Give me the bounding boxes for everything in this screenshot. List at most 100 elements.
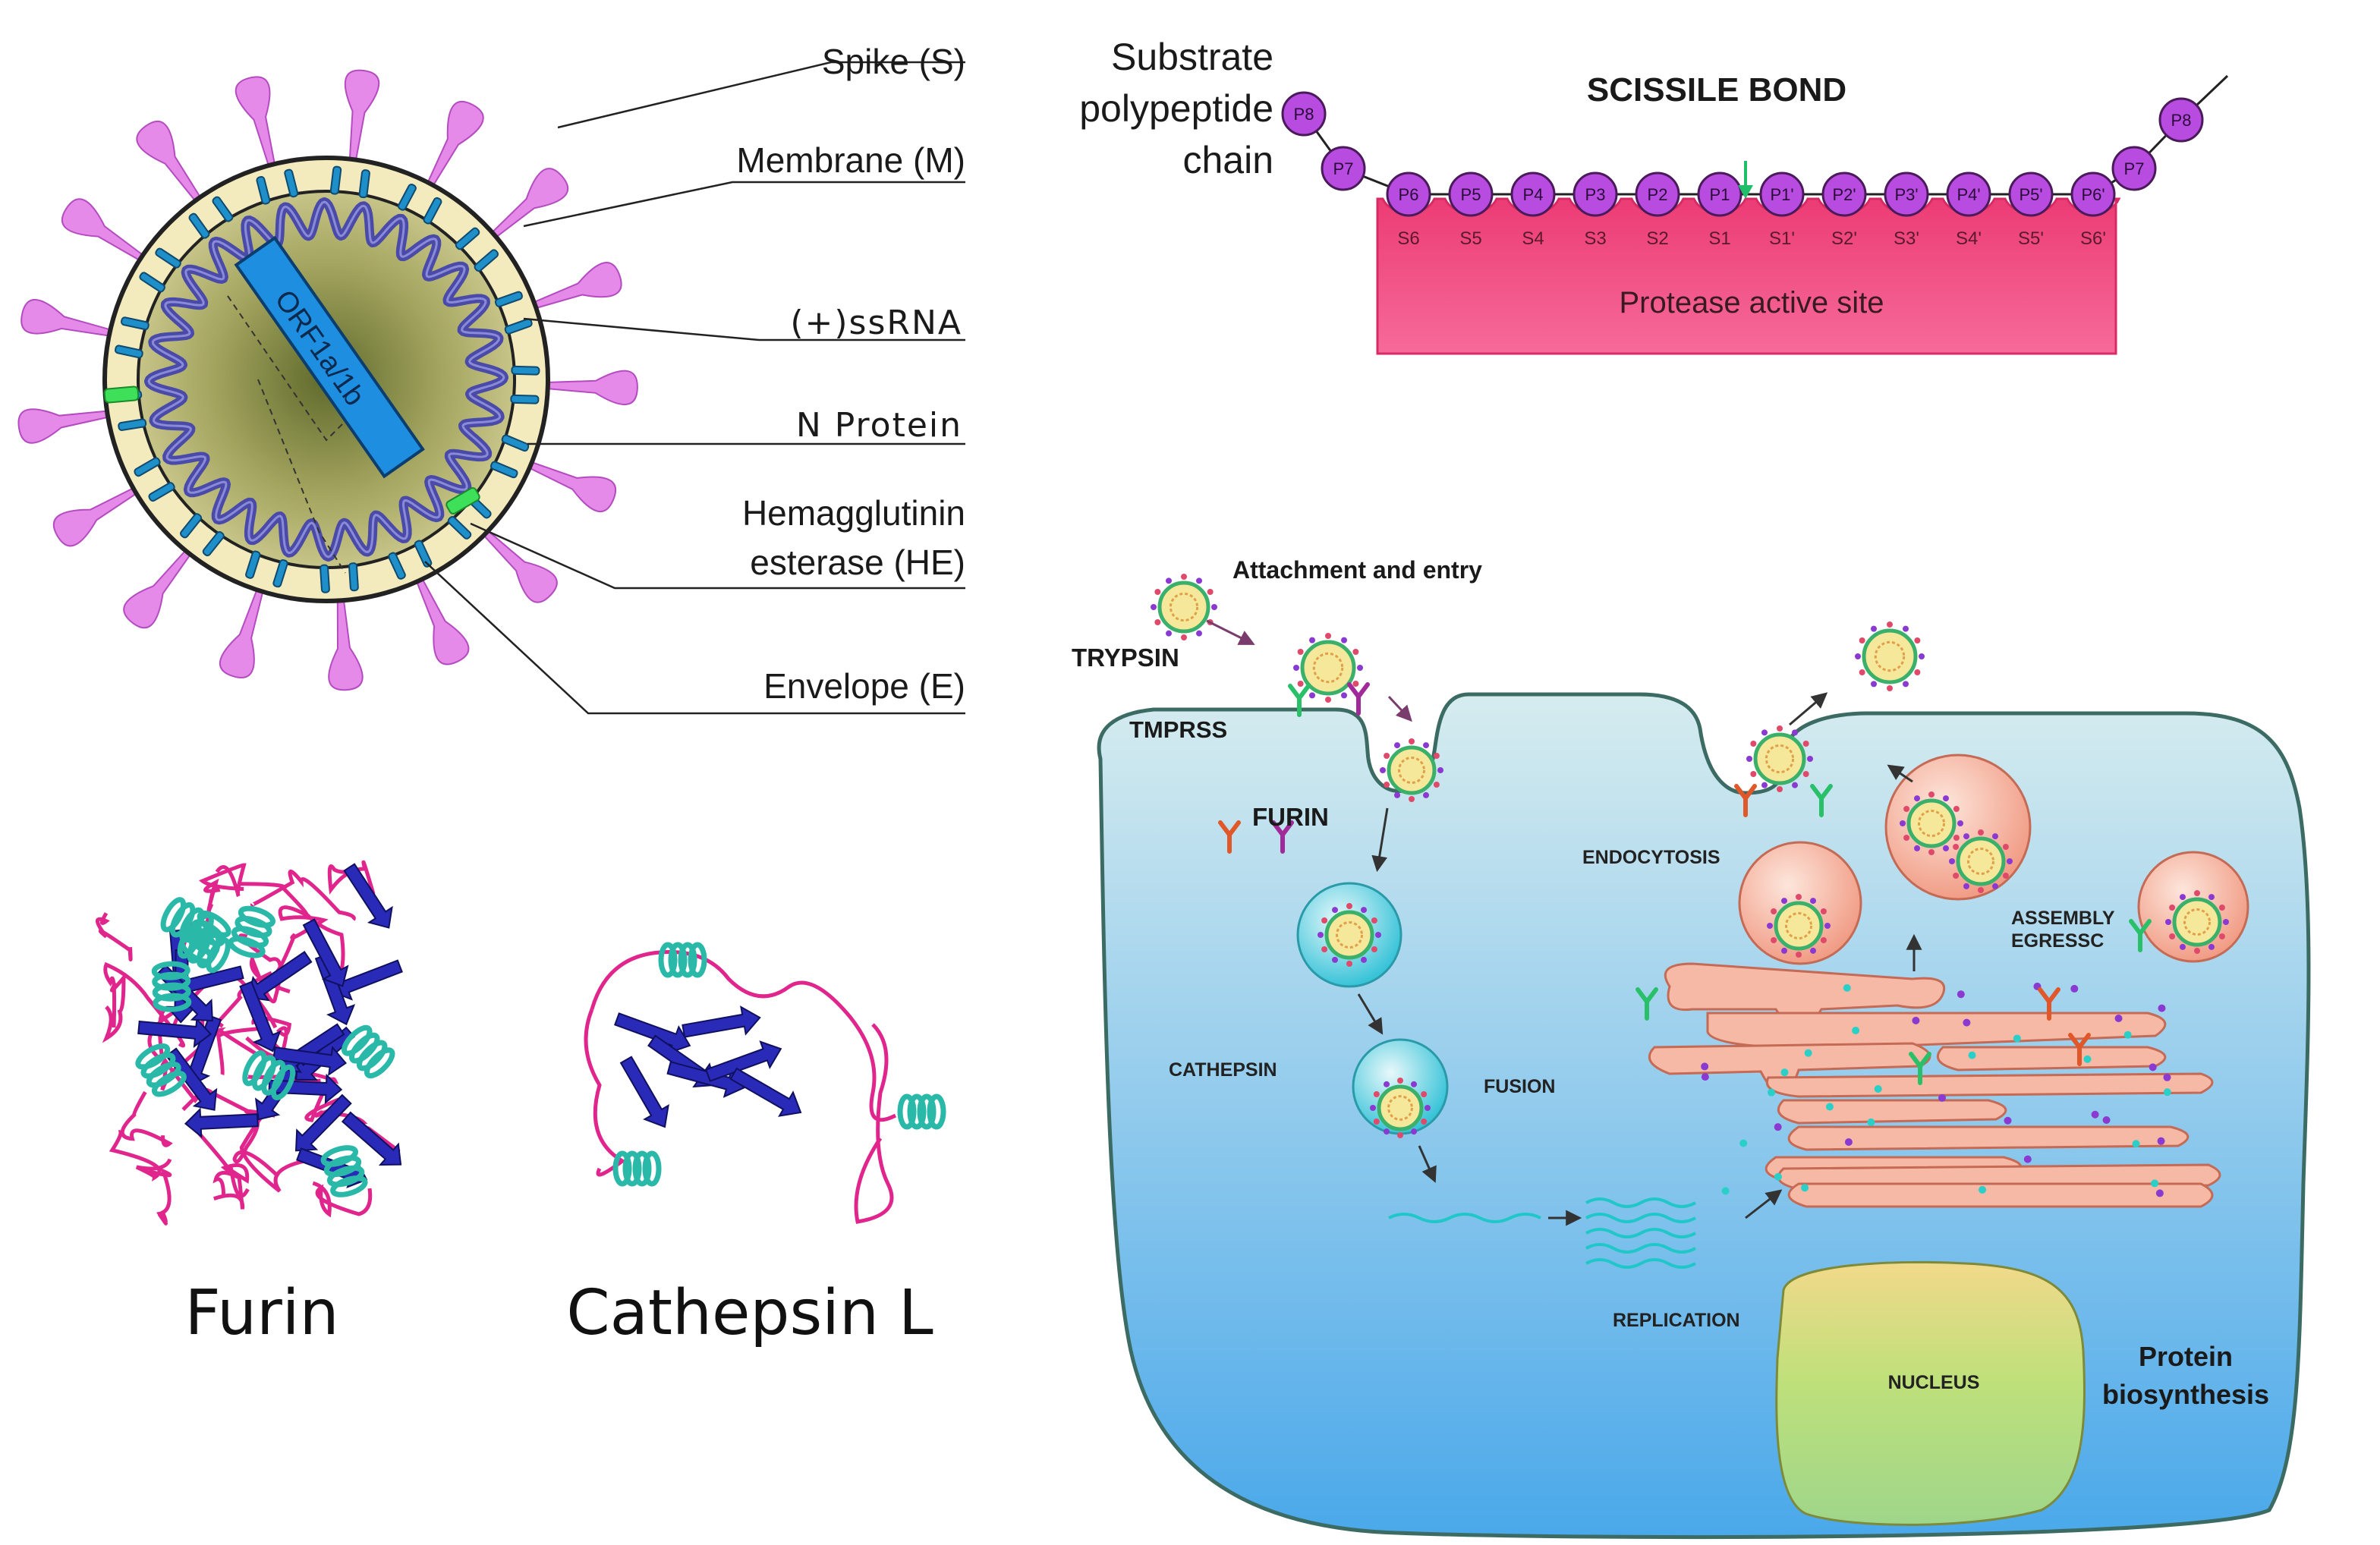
receptor bbox=[2068, 1033, 2091, 1066]
residue bbox=[1635, 171, 1680, 217]
subsite-label: S4 bbox=[1522, 228, 1544, 249]
loop-segment bbox=[590, 949, 897, 1122]
spike-proteins bbox=[17, 69, 638, 691]
residue-label: P1' bbox=[1770, 185, 1793, 204]
spike-protein bbox=[527, 461, 617, 513]
beta-strand bbox=[184, 1107, 259, 1138]
ribosome-dot bbox=[1825, 1103, 1834, 1111]
fusion-label: FUSION bbox=[1484, 1076, 1555, 1097]
protease-diagram: Substrate polypeptide chain SCISSILE BON… bbox=[1079, 36, 2229, 355]
subsite-label: S2' bbox=[1831, 228, 1857, 249]
loop-segment bbox=[854, 1023, 894, 1224]
virus-particle bbox=[1370, 1078, 1431, 1138]
ribosome-dot bbox=[2004, 1116, 2012, 1125]
spike-protein bbox=[20, 298, 113, 337]
virus-particle bbox=[1318, 903, 1381, 967]
cathepsin-l-label: Cathepsin L bbox=[566, 1277, 933, 1349]
loop-segment bbox=[190, 1124, 250, 1198]
alpha-helix bbox=[242, 1050, 296, 1100]
loop-segment bbox=[120, 1090, 173, 1147]
membrane-protein bbox=[510, 365, 540, 404]
virus-particle bbox=[1949, 829, 2013, 893]
label-n-protein: N Protein bbox=[796, 406, 962, 445]
residue-label: P6' bbox=[2081, 185, 2105, 204]
assembly-label: ASSEMBLY bbox=[2011, 908, 2115, 929]
residue bbox=[2111, 146, 2157, 191]
receptor bbox=[1347, 682, 1370, 716]
loop-segment bbox=[584, 1008, 626, 1177]
attachment-label: Attachment and entry bbox=[1232, 556, 1482, 584]
receptor bbox=[1909, 1052, 1931, 1085]
replication-label: REPLICATION bbox=[1613, 1310, 1740, 1331]
subsite-label: S5' bbox=[2018, 228, 2044, 249]
cathepsin-l-structure: Cathepsin L bbox=[566, 942, 946, 1349]
membrane-proteins bbox=[103, 165, 540, 593]
ribosome-dot bbox=[1843, 983, 1851, 992]
ribosome-dot bbox=[2023, 1155, 2032, 1163]
ribosome-dot bbox=[1774, 1172, 1782, 1181]
ribosome-dot bbox=[2163, 1073, 2171, 1081]
scissile-arrowhead bbox=[1738, 185, 1753, 199]
spike-protein bbox=[426, 100, 484, 188]
er-cisterna bbox=[1766, 1072, 2214, 1098]
beta-strand bbox=[314, 953, 356, 1026]
loop-segment bbox=[314, 1103, 401, 1153]
alpha-helix bbox=[658, 942, 707, 978]
residue bbox=[1321, 146, 1366, 191]
beta-strand bbox=[729, 1067, 802, 1117]
residue bbox=[1946, 171, 1991, 217]
subsite-label: S3' bbox=[1894, 228, 1919, 249]
residue bbox=[2070, 171, 2116, 217]
cathepsin-cell-label: CATHEPSIN bbox=[1169, 1059, 1277, 1081]
loop-segment bbox=[275, 905, 329, 974]
subsite-label: S2 bbox=[1646, 228, 1668, 249]
ribosome-dot bbox=[1874, 1085, 1882, 1093]
label-he-line2: esterase (HE) bbox=[750, 543, 965, 582]
alpha-helix bbox=[342, 1024, 395, 1079]
ribosome-dot bbox=[1938, 1093, 1947, 1102]
ribosome-dot bbox=[2102, 1116, 2111, 1125]
endocytosis-label: ENDOCYTOSIS bbox=[1582, 847, 1720, 868]
membrane-protein bbox=[494, 291, 533, 335]
ribosome-dot bbox=[1701, 1062, 1709, 1071]
loop-segment bbox=[95, 912, 133, 961]
alpha-helix bbox=[151, 961, 192, 1012]
active-site-label: Protease active site bbox=[1619, 286, 1884, 319]
spike-protein bbox=[235, 76, 276, 168]
ribosome-dot bbox=[1701, 1073, 1709, 1081]
membrane-protein bbox=[180, 513, 225, 557]
spike-protein bbox=[490, 168, 569, 240]
ribosome-dot bbox=[2158, 1004, 2166, 1012]
residue bbox=[1448, 171, 1494, 217]
endoplasmic-reticulum bbox=[1648, 962, 2221, 1208]
membrane-protein bbox=[188, 196, 234, 239]
beta-strand bbox=[341, 1111, 402, 1166]
subsite-label: S6' bbox=[2080, 228, 2106, 249]
rna-coil-highlight bbox=[147, 200, 505, 559]
rna-replication-strands bbox=[1388, 1197, 1696, 1269]
ribosome-dot bbox=[1801, 1184, 1809, 1192]
er-cisterna bbox=[1664, 962, 1945, 1030]
membrane-protein bbox=[329, 165, 370, 199]
substrate-label-line1: Substrate bbox=[1111, 36, 1273, 78]
ribosome-dot bbox=[1963, 1018, 1971, 1027]
residue bbox=[2008, 171, 2054, 217]
residue bbox=[1697, 171, 1742, 217]
label-envelope: Envelope (E) bbox=[763, 666, 965, 706]
receptor bbox=[1635, 987, 1658, 1021]
residue-label: P7 bbox=[2124, 159, 2145, 178]
beta-strand bbox=[666, 1061, 745, 1098]
ribosome-dot bbox=[1780, 1068, 1789, 1077]
residue-label: P3' bbox=[1894, 185, 1918, 204]
residue-label: P6 bbox=[1399, 185, 1419, 204]
beta-strand bbox=[704, 1040, 782, 1082]
membrane-protein bbox=[388, 540, 433, 580]
residue bbox=[1821, 171, 1867, 217]
receptor bbox=[1734, 784, 1757, 817]
label-ssrna: (+)ssRNA bbox=[790, 304, 962, 342]
ribosome-dot bbox=[2013, 1034, 2021, 1043]
loop-segment bbox=[205, 1087, 280, 1178]
protein-label-line1: Protein bbox=[2139, 1341, 2233, 1372]
